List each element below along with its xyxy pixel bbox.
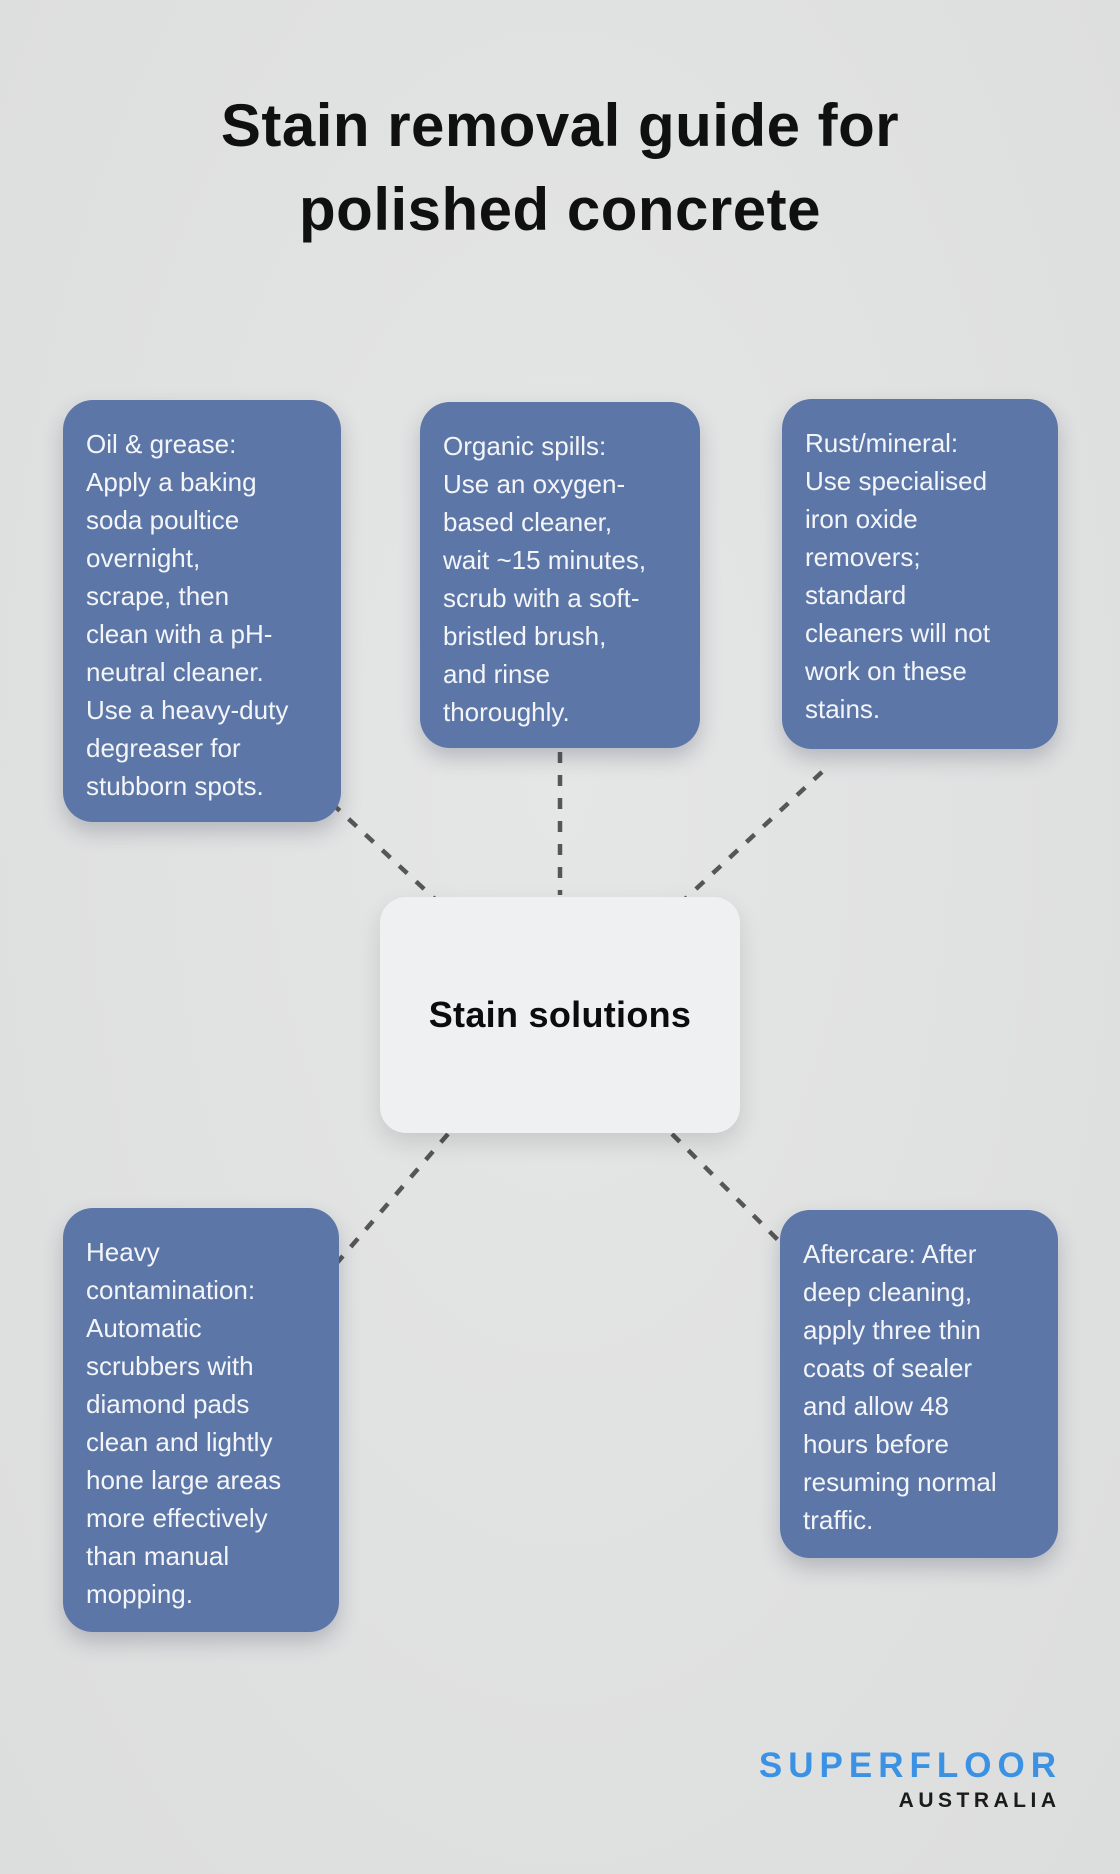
connector-line-aftercare — [670, 1132, 788, 1250]
node-rust-mineral: Rust/mineral: Use specialised iron oxide… — [782, 399, 1058, 749]
node-oil-grease: Oil & grease: Apply a baking soda poulti… — [63, 400, 341, 822]
node-organic-spills: Organic spills: Use an oxygen- based cle… — [420, 402, 700, 748]
brand-region: AUSTRALIA — [898, 1789, 1061, 1812]
page-title: Stain removal guide for polished concret… — [220, 92, 900, 243]
brand-name: SUPERFLOOR — [758, 1746, 1062, 1785]
center-node-label: Stain solutions — [428, 994, 692, 1035]
brand-logo: SUPERFLOOR AUSTRALIA — [759, 1746, 1056, 1813]
node-aftercare: Aftercare: After deep cleaning, apply th… — [780, 1210, 1058, 1558]
node-heavy-contamination: Heavy contamination: Automatic scrubbers… — [63, 1208, 339, 1632]
connector-line-rust-mineral — [682, 770, 824, 902]
connector-line-heavy-contamination — [334, 1132, 450, 1266]
center-node: Stain solutions — [380, 897, 740, 1133]
